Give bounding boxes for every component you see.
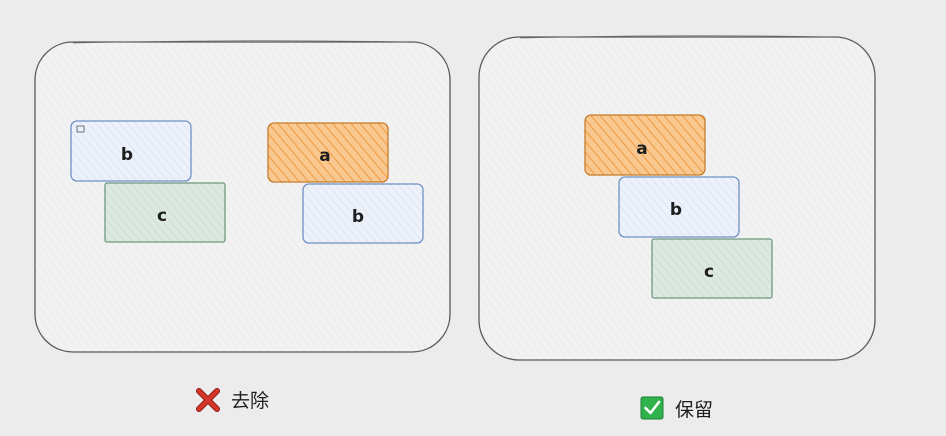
left-box-a: a xyxy=(267,122,389,183)
cross-mark-icon xyxy=(196,388,220,412)
right-panel: a b c xyxy=(478,35,876,361)
box-label: b xyxy=(121,145,133,165)
box-label: c xyxy=(157,206,167,226)
left-panel-frame xyxy=(34,41,451,353)
left-panel: b c a b xyxy=(34,40,451,353)
right-box-c: c xyxy=(651,238,773,299)
box-label: b xyxy=(670,200,682,220)
status-label-keep: 保留 xyxy=(675,399,713,421)
left-box-c: c xyxy=(104,182,226,243)
right-status: 保留 xyxy=(640,396,713,421)
small-marker-icon xyxy=(76,125,85,133)
box-label: a xyxy=(636,139,647,159)
left-box-b-1: b xyxy=(70,120,192,182)
left-box-b-2: b xyxy=(302,183,424,244)
box-label: a xyxy=(319,146,330,166)
box-label: c xyxy=(704,262,714,282)
status-label-remove: 去除 xyxy=(231,390,269,412)
box-label: b xyxy=(352,207,364,227)
right-box-b: b xyxy=(618,176,740,238)
left-status: 去除 xyxy=(196,388,269,412)
check-box-icon xyxy=(640,396,664,420)
right-box-a: a xyxy=(584,114,706,176)
